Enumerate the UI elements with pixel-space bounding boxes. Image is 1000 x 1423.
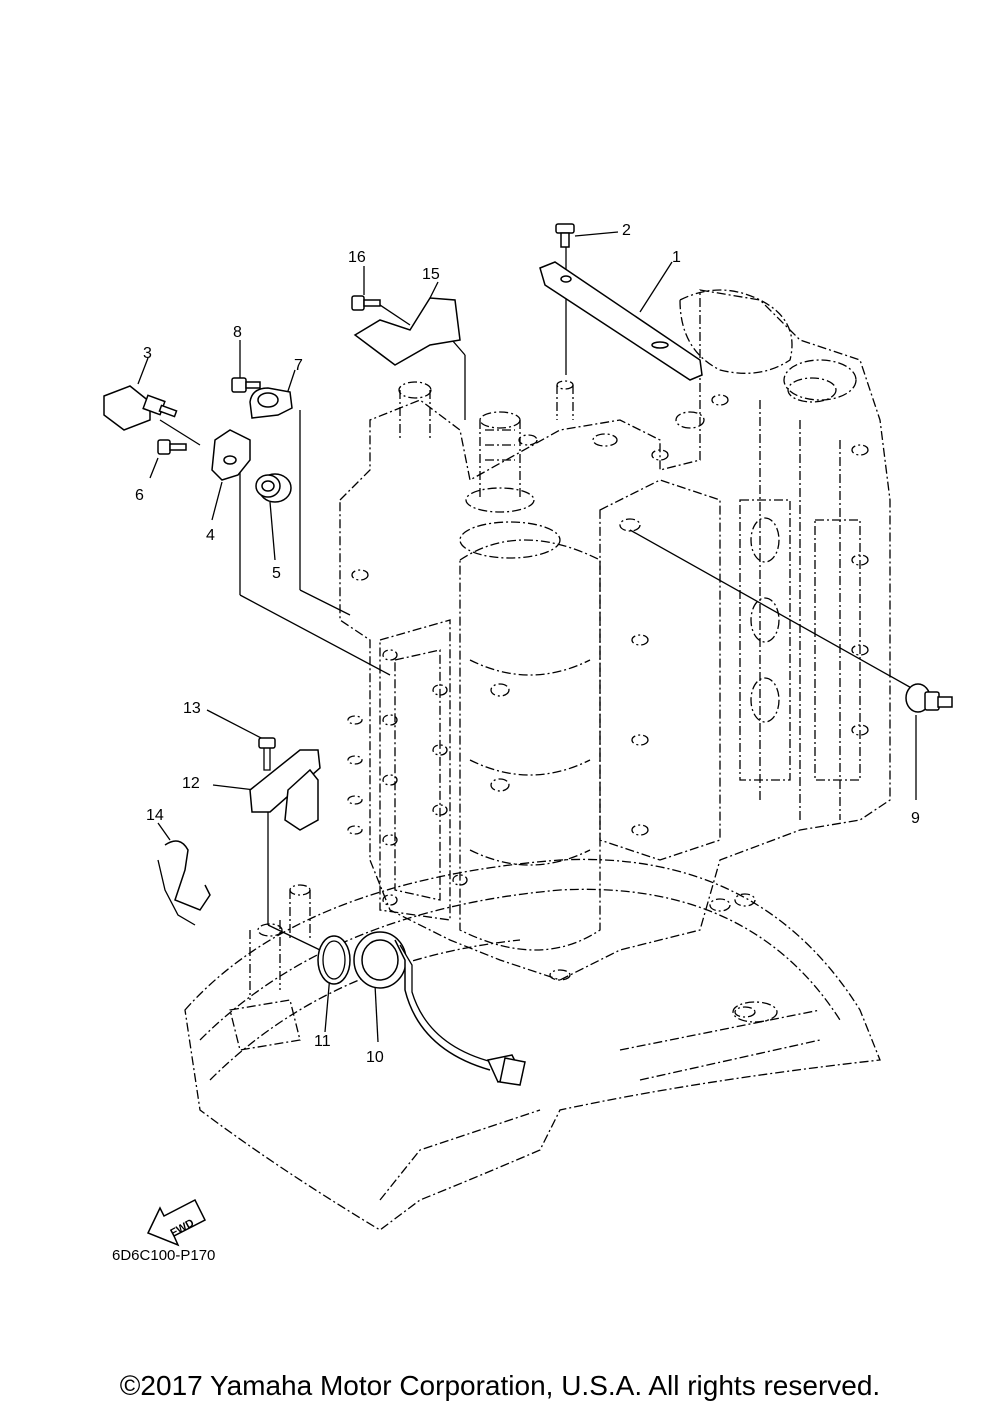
- part-12-bracket: [249, 749, 321, 831]
- part-2-bolt: [555, 223, 575, 248]
- part-16-bolt: [351, 295, 381, 311]
- callout-13: 13: [183, 700, 201, 717]
- part-5-grommet: [255, 473, 292, 503]
- callout-9: 9: [911, 810, 920, 827]
- callout-7: 7: [294, 357, 303, 374]
- callout-4: 4: [206, 527, 215, 544]
- callout-2: 2: [622, 222, 631, 239]
- callout-10: 10: [366, 1049, 384, 1066]
- parts: FWD: [103, 223, 953, 1247]
- part-1-bracket-plate: [539, 261, 703, 381]
- copyright-notice: ©2017 Yamaha Motor Corporation, U.S.A. A…: [119, 1370, 881, 1401]
- callout-14: 14: [146, 807, 164, 824]
- part-11-o-ring: [317, 935, 351, 985]
- callout-11: 11: [314, 1033, 331, 1050]
- callout-5: 5: [272, 565, 281, 582]
- callout-8: 8: [233, 324, 242, 341]
- part-7-clamp: [249, 387, 293, 419]
- part-8-bolt: [231, 377, 261, 393]
- leader-lines: [137, 231, 917, 1043]
- callout-16: 16: [348, 249, 366, 266]
- part-14-clip: [157, 840, 211, 926]
- fwd-arrow-icon: FWD: [146, 1198, 207, 1247]
- part-3-sensor: [103, 385, 178, 431]
- callout-12: 12: [182, 775, 200, 792]
- part-9-sensor: [905, 683, 953, 713]
- part-10-sensor-harness: [353, 931, 526, 1086]
- callout-3: 3: [143, 345, 152, 362]
- callout-6: 6: [135, 487, 144, 504]
- part-13-screw: [258, 737, 276, 771]
- drawing-code: 6D6C100-P170: [112, 1247, 215, 1264]
- callout-numbers: 1 2 3 4 5 6 7 8 9 10 11 12 13 14 15 16: [135, 222, 920, 1066]
- callout-15: 15: [422, 266, 440, 283]
- bottom-cowling-outline: [184, 858, 881, 1231]
- cylinder-block-outline: [339, 289, 891, 981]
- part-4-holder: [211, 429, 251, 481]
- callout-1: 1: [672, 249, 681, 266]
- part-15-cover: [353, 297, 461, 366]
- part-6-bolt: [157, 439, 187, 455]
